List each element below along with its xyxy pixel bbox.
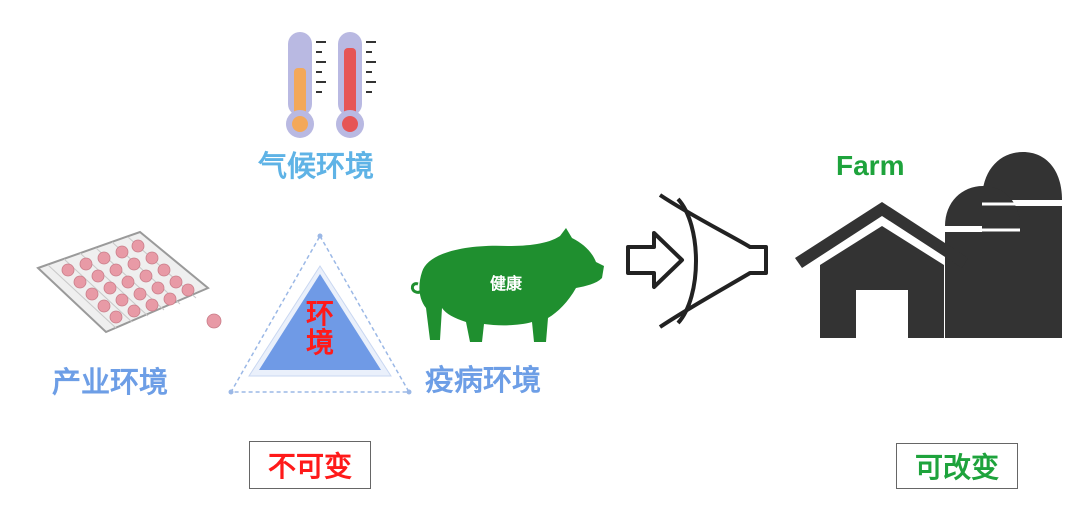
climate-label: 气候环境 bbox=[258, 149, 375, 183]
pig-pen-icon bbox=[36, 230, 222, 334]
thermometer-icon bbox=[286, 32, 376, 138]
pig-icon bbox=[410, 228, 604, 342]
environment-center-text: 环 境 bbox=[300, 299, 340, 358]
environment-char-1: 环 bbox=[305, 297, 334, 330]
disease-label: 疫病环境 bbox=[425, 363, 542, 397]
environment-char-2: 境 bbox=[305, 326, 334, 360]
environment-triangle bbox=[228, 233, 412, 395]
funnel-filter-icon bbox=[626, 193, 768, 329]
unchangeable-box: 不可变 bbox=[249, 441, 371, 489]
industry-label: 产业环境 bbox=[52, 365, 169, 399]
farm-barn-icon bbox=[795, 152, 1062, 338]
farm-label: Farm bbox=[836, 150, 905, 181]
pig-health-text: 健康 bbox=[490, 274, 523, 293]
changeable-box: 可改变 bbox=[896, 443, 1018, 489]
